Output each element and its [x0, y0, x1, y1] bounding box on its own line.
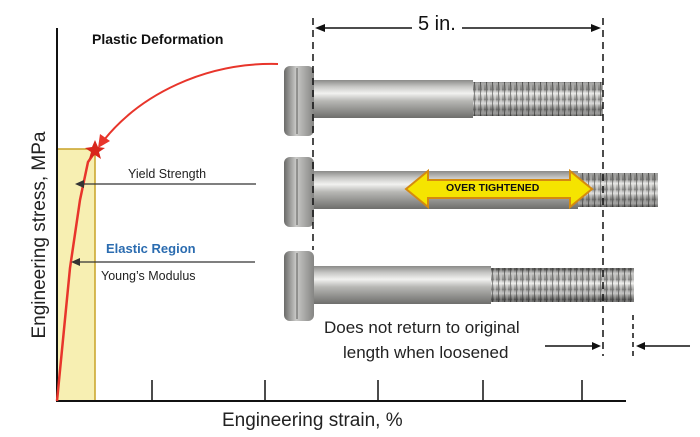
note-line-1: Does not return to original: [324, 318, 520, 337]
note-line-2: length when loosened: [343, 343, 509, 362]
bolt-over-tightened: [284, 157, 658, 227]
youngs-modulus-label: Young’s Modulus: [101, 269, 196, 283]
plastic-arrow-head: [98, 134, 110, 148]
plastic-deformation-label: Plastic Deformation: [92, 31, 224, 47]
x-axis-label: Engineering strain, %: [222, 410, 403, 431]
elastic-region-box: [56, 148, 96, 402]
over-tightened-label: OVER TIGHTENED: [446, 182, 540, 194]
dimension-label: 5 in.: [412, 13, 462, 36]
arrow-icon: [404, 168, 594, 210]
stress-strain-curve: [55, 151, 97, 402]
yield-strength-label: Yield Strength: [128, 167, 207, 181]
bolt-loosened: [284, 251, 634, 321]
star-icon: [85, 140, 105, 159]
bolt-original: [284, 66, 603, 136]
y-axis-label: Engineering stress, MPa: [29, 131, 50, 339]
plastic-curve-arrow: [103, 62, 279, 141]
x-axis-ticks: [151, 380, 583, 401]
elastic-region-label: Elastic Region: [106, 241, 196, 256]
